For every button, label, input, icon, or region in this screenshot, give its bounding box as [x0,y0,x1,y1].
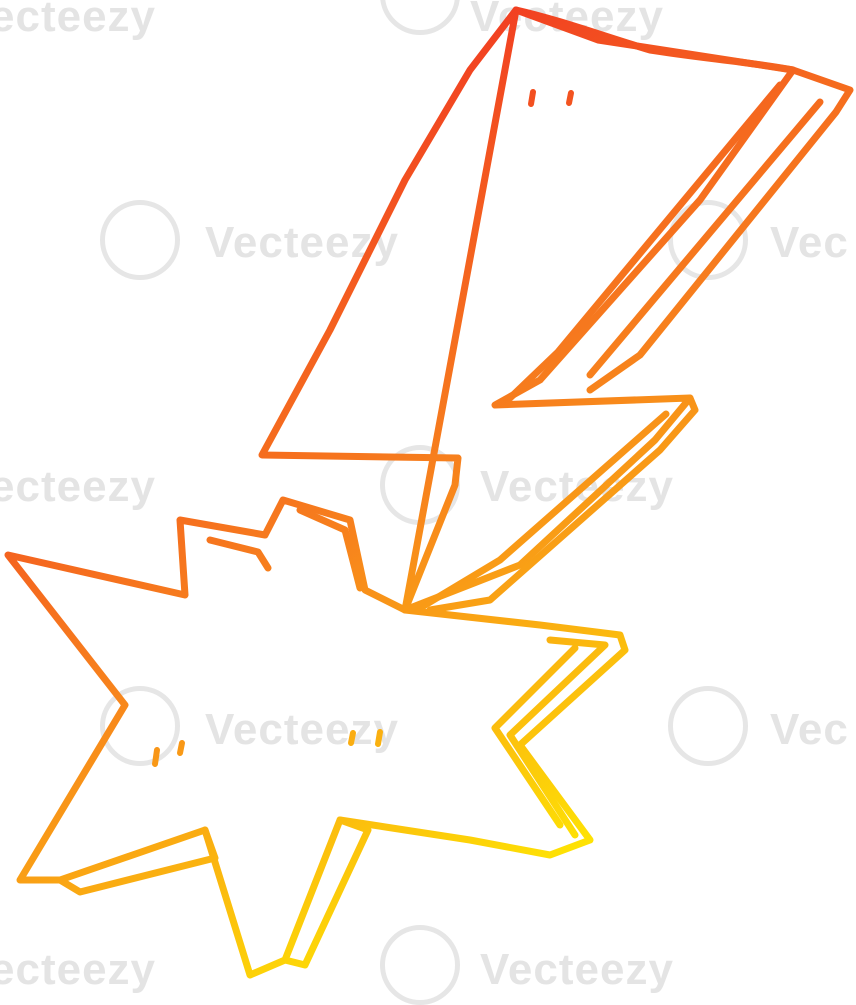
bolt-top-edge [512,6,854,394]
bolt-eye-left [528,89,536,107]
lightning-bolt-illustration [4,6,854,979]
star-eye-left-1 [152,747,160,767]
bolt-right-bevel [506,81,784,402]
starburst-outline [4,496,629,979]
bolt-lower-bevel-inner [416,410,670,612]
starburst-bevel-bottom [281,816,372,969]
starburst-top-notch [206,536,272,572]
starburst-bevel-left [56,826,219,896]
starburst-bevel-right-inner [491,644,579,829]
starburst-bevel-right [506,636,609,839]
bolt-eye-right [566,90,574,106]
bolt-right-bevel-inner [586,98,824,379]
star-eye-left-2 [177,740,185,756]
bolt-lower-bevel [426,394,699,614]
star-eye-right-2 [375,729,383,747]
starburst-top-notch-2 [296,506,364,592]
star-eye-right-1 [348,730,356,746]
